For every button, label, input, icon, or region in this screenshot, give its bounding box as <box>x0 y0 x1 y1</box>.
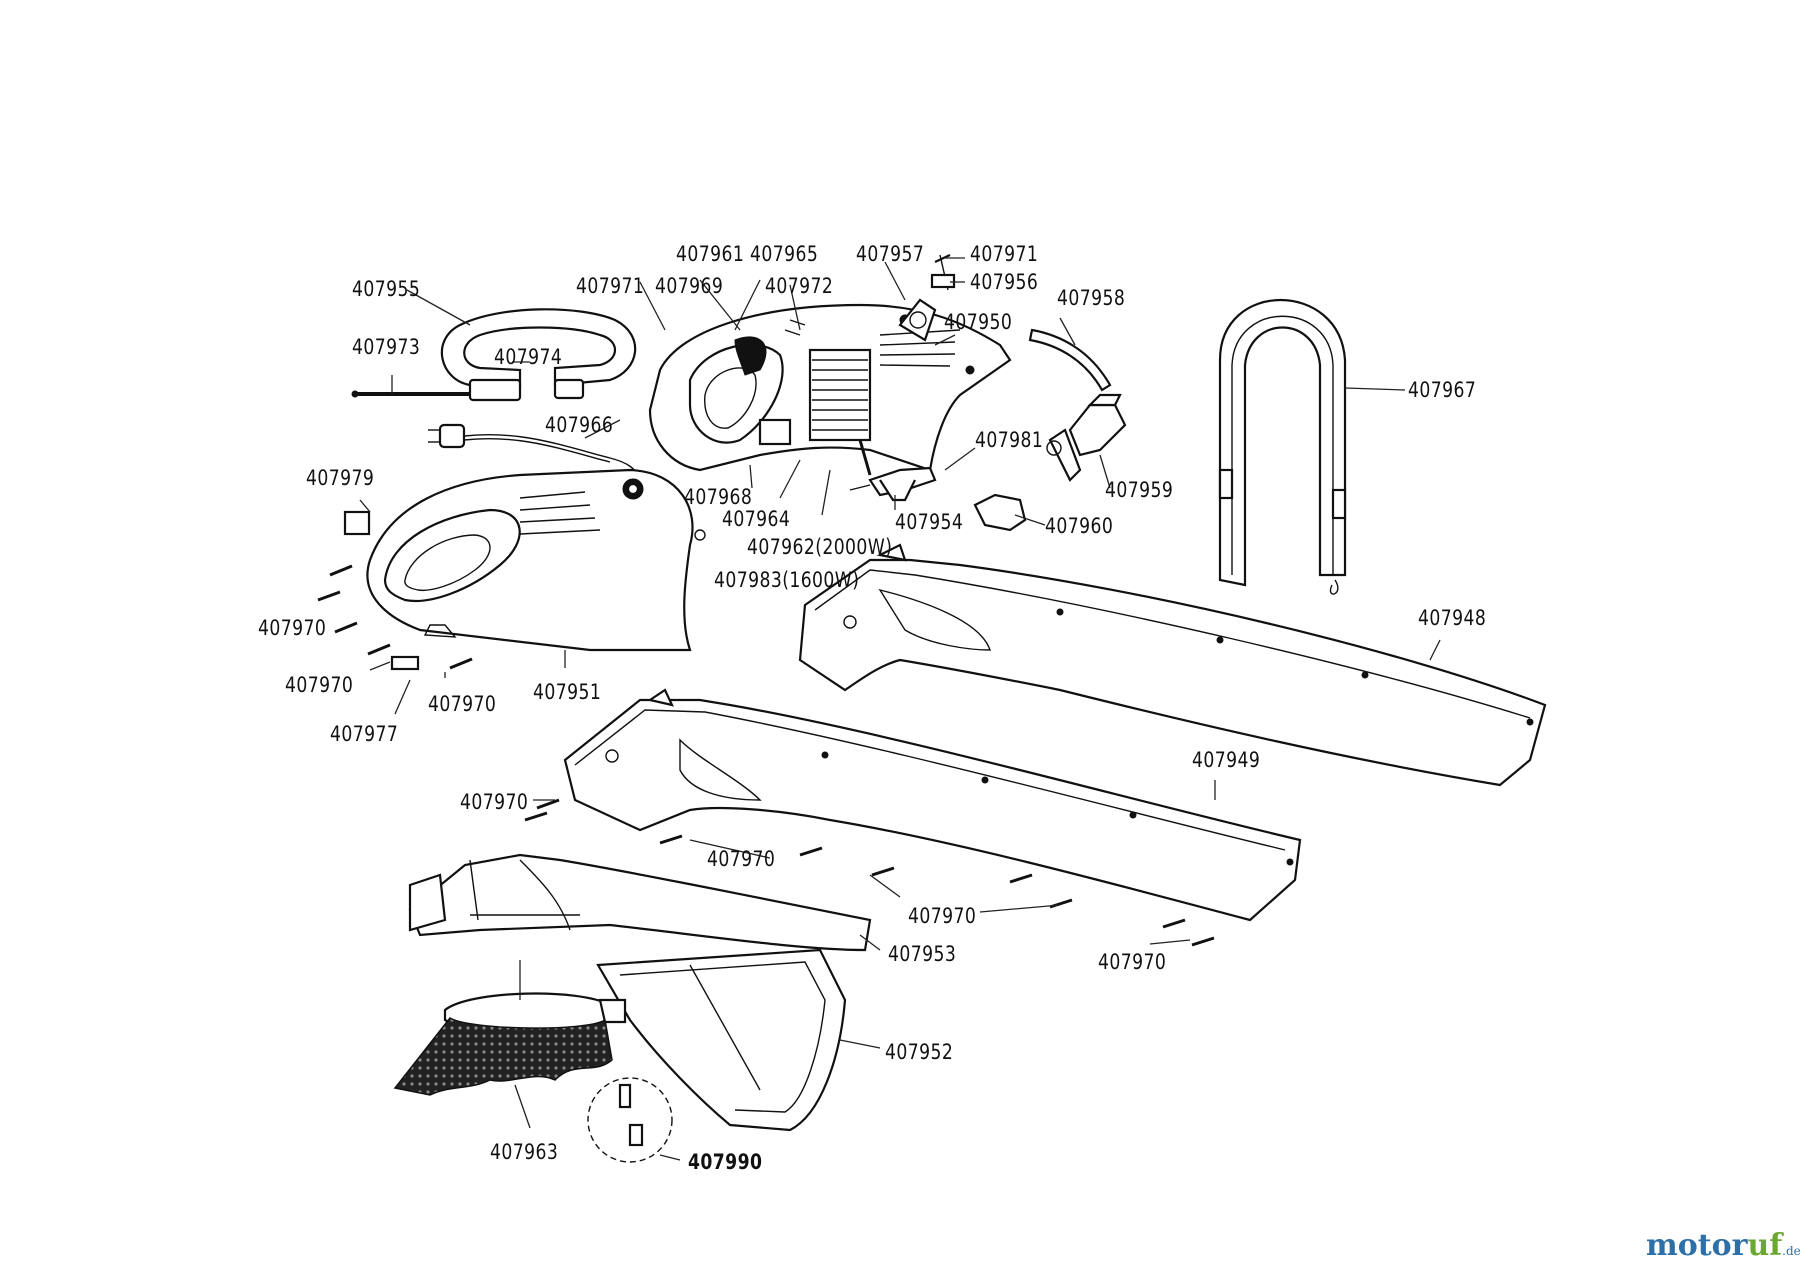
part-label-407950: 407950 <box>944 310 1013 334</box>
part-label-407972: 407972 <box>765 274 834 298</box>
cable-strip <box>1028 328 1112 392</box>
part-label-407963: 407963 <box>490 1140 559 1164</box>
part-label-407970-a: 407970 <box>258 616 327 640</box>
part-label-407965: 407965 <box>750 242 819 266</box>
part-label-407983: 407983(1600W) <box>714 568 860 592</box>
power-plug <box>428 423 639 476</box>
part-label-407967: 407967 <box>1408 378 1477 402</box>
part-label-407953: 407953 <box>888 942 957 966</box>
part-label-407956: 407956 <box>970 270 1039 294</box>
part-label-407970-d: 407970 <box>460 790 529 814</box>
part-label-407959: 407959 <box>1105 478 1174 502</box>
shoulder-strap <box>1218 299 1347 595</box>
switch-bracket <box>1046 393 1127 482</box>
part-label-407969: 407969 <box>655 274 724 298</box>
part-label-407954: 407954 <box>895 510 964 534</box>
part-label-407973: 407973 <box>352 335 421 359</box>
motor-windings <box>812 359 868 431</box>
discharge-chute <box>596 948 847 1132</box>
part-label-407960: 407960 <box>1045 514 1114 538</box>
screws <box>317 564 1215 947</box>
part-label-407964: 407964 <box>722 507 791 531</box>
part-label-407971: 407971 <box>970 242 1039 266</box>
collection-bag <box>393 992 627 1096</box>
part-label-407970-c: 407970 <box>428 692 497 716</box>
upper-tube-half <box>798 543 1547 787</box>
part-label-407952: 407952 <box>885 1040 954 1064</box>
handle-loop <box>440 308 637 402</box>
part-label-407949: 407949 <box>1192 748 1261 772</box>
decal-407979 <box>343 510 371 536</box>
part-label-407961: 407961 <box>676 242 745 266</box>
part-label-407970-f: 407970 <box>908 904 977 928</box>
part-label-407970-g: 407970 <box>1098 950 1167 974</box>
part-label-407990: 407990 <box>688 1150 763 1174</box>
lower-tube-half <box>563 688 1302 922</box>
switch-part <box>898 254 956 342</box>
motoruf-logo: motoruf.de <box>1646 1228 1800 1263</box>
part-label-407955: 407955 <box>352 277 421 301</box>
part-label-407962: 407962(2000W) <box>747 535 893 559</box>
part-label-407977: 407977 <box>330 722 399 746</box>
part-label-407948: 407948 <box>1418 606 1487 630</box>
part-label-407966: 407966 <box>545 413 614 437</box>
leader-lines <box>359 257 1441 1161</box>
detail-circle-407990 <box>587 1077 673 1163</box>
decal-407977 <box>390 655 420 671</box>
motor-housing <box>648 303 1012 476</box>
part-label-407951: 407951 <box>533 680 602 704</box>
part-label-407971-b: 407971 <box>576 274 645 298</box>
part-label-407968: 407968 <box>684 485 753 509</box>
part-label-407970-b: 407970 <box>285 673 354 697</box>
nozzle-tube <box>408 853 872 952</box>
part-label-407957: 407957 <box>856 242 925 266</box>
rod-part <box>351 390 470 398</box>
part-label-407970-e: 407970 <box>707 847 776 871</box>
part-label-407974: 407974 <box>494 345 563 369</box>
part-label-407981: 407981 <box>975 428 1044 452</box>
bracket-clip <box>973 493 1027 532</box>
side-cover <box>366 468 706 652</box>
part-label-407979: 407979 <box>306 466 375 490</box>
fan-impeller <box>849 466 937 502</box>
part-label-407958: 407958 <box>1057 286 1126 310</box>
